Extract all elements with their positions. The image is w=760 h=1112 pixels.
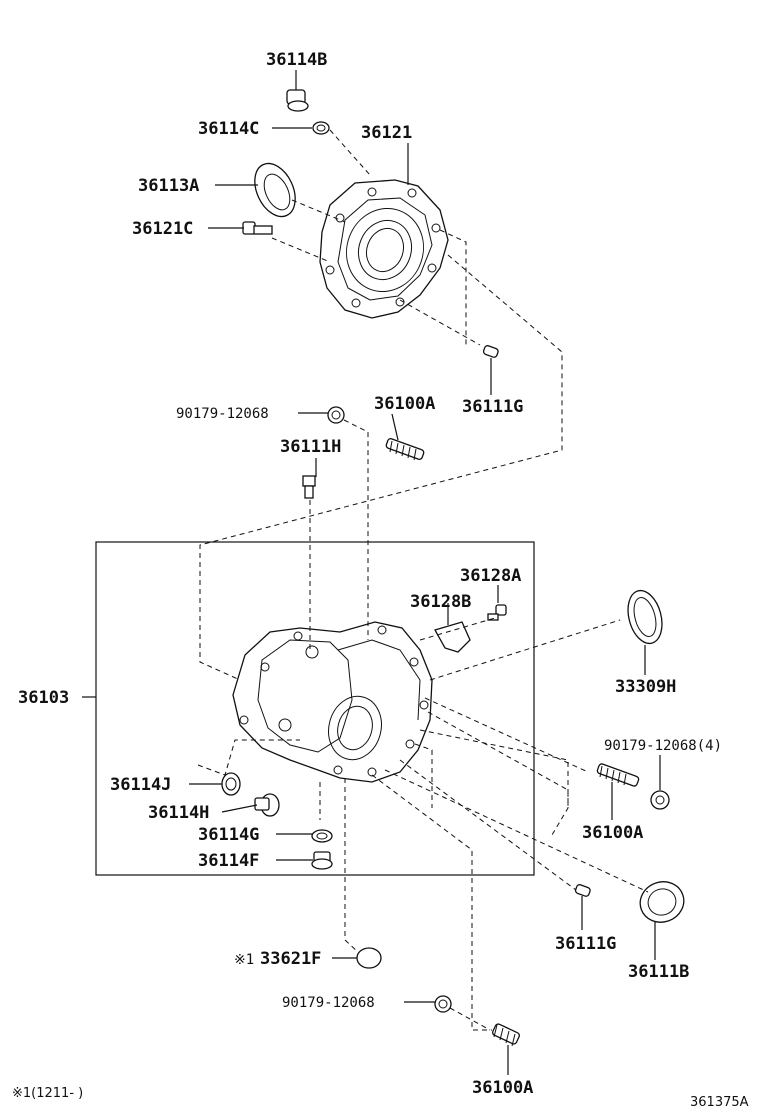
dashed-assembly-lines [197,129,649,1031]
stud-36100A-bottom [492,1023,520,1047]
label-90179-right: 90179-12068(4) [604,738,722,754]
label-36111B: 36111B [628,962,689,982]
label-36113A: 36113A [138,176,199,196]
cap-33621F [356,947,382,969]
oil-seal-36111B [639,881,685,923]
label-33621F: 33621F [260,949,321,969]
label-36111H: 36111H [280,437,341,457]
label-36111G-lower: 36111G [555,934,616,954]
label-36103: 36103 [18,688,69,708]
gasket-36114C [312,121,330,135]
transfer-case-36103 [232,621,433,783]
bracket-36128B [434,621,471,653]
oil-seal-33309H [627,589,663,645]
pin-36111G-upper [482,345,499,358]
assembly-box-36103 [95,541,535,876]
label-90179-upper: 90179-12068 [176,406,269,422]
plug-36114H [254,793,280,817]
plug-36114F [311,851,333,870]
label-36114B: 36114B [266,50,327,70]
label-36100A-right: 36100A [582,823,643,843]
oil-seal-36113A [254,162,296,218]
bolt-36128A [487,604,507,621]
label-36114H: 36114H [148,803,209,823]
cover-housing-36121 [319,179,449,319]
plug-36114B [286,89,309,112]
label-36100A-bottom: 36100A [472,1078,533,1098]
label-36128A: 36128A [460,566,521,586]
label-90179-bottom: 90179-12068 [282,995,375,1011]
diagram-id: 361375A [690,1095,749,1110]
label-36114G: 36114G [198,825,259,845]
gasket-36114G [311,829,333,843]
gasket-36114J [221,772,241,796]
pin-36111G-lower [574,884,591,897]
label-33621F-mark: ※1 [234,952,254,968]
label-36128B: 36128B [410,592,471,612]
label-36121C: 36121C [132,219,193,239]
nut-90179-bottom [434,995,452,1013]
stud-36100A-upper [385,437,425,461]
breather-36111H [302,475,316,499]
leader-lines [82,70,661,1075]
bolt-36121C [242,221,273,235]
label-36121: 36121 [361,123,412,143]
nut-90179-upper [327,406,345,424]
stud-36100A-right [596,763,640,787]
nut-90179-right [650,790,670,810]
footnote: ※1(1211- ) [12,1086,83,1101]
label-36114C: 36114C [198,119,259,139]
label-36100A-upper: 36100A [374,394,435,414]
part-labels: 36114B 36114C 36121 36113A 36121C 90179-… [18,50,722,1098]
label-36114F: 36114F [198,851,259,871]
label-36111G-upper: 36111G [462,397,523,417]
label-33309H: 33309H [615,677,676,697]
label-36114J: 36114J [110,775,171,795]
